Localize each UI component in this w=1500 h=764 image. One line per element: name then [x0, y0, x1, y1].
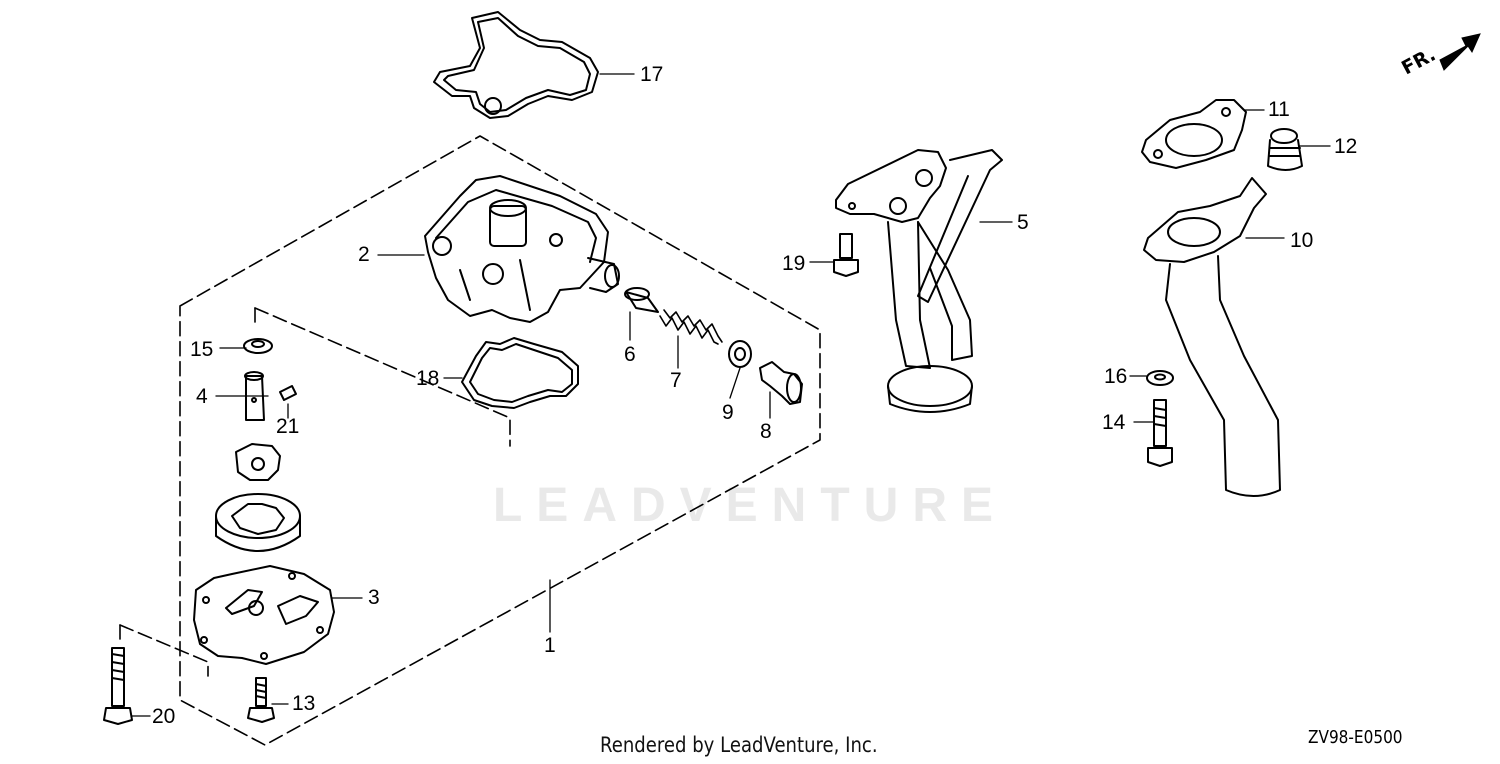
- gasket-18-part: [461, 337, 579, 409]
- callout-3: 3: [368, 586, 380, 609]
- callout-14: 14: [1102, 411, 1126, 434]
- gasket-11-part: [1141, 99, 1247, 169]
- inner-rotor-part: [235, 443, 281, 481]
- gasket-17-part: [433, 11, 599, 119]
- callout-8: 8: [760, 420, 772, 443]
- callout-16: 16: [1104, 365, 1128, 388]
- pump-body-2-part: [424, 175, 620, 323]
- callout-21: 21: [276, 415, 300, 438]
- strainer-pipe-5-part: [835, 149, 1003, 413]
- callout-2: 2: [358, 243, 370, 266]
- bolt-14-part: [1147, 399, 1173, 467]
- bolt-13-part: [247, 677, 275, 723]
- pin-21-part: [279, 385, 297, 401]
- callout-15: 15: [190, 338, 214, 361]
- assembly-outline: [119, 135, 821, 746]
- callout-9: 9: [722, 401, 734, 424]
- callout-20: 20: [152, 705, 176, 728]
- bolt-20-part: [103, 647, 133, 725]
- callout-12: 12: [1334, 135, 1358, 158]
- plunger-6-part: [624, 287, 659, 313]
- plug-bolt-8-part: [759, 361, 803, 405]
- callout-17: 17: [640, 63, 664, 86]
- collar-12-part: [1267, 128, 1303, 171]
- outer-rotor-part: [215, 493, 301, 552]
- washer-15-part: [243, 338, 273, 354]
- bolt-19-part: [833, 233, 859, 277]
- callout-6: 6: [624, 343, 636, 366]
- callout-5: 5: [1017, 211, 1029, 234]
- callout-10: 10: [1290, 229, 1314, 252]
- callout-11: 11: [1268, 98, 1290, 121]
- spring-7-part: [659, 309, 723, 345]
- callout-13: 13: [292, 692, 316, 715]
- tube-10-part: [1143, 177, 1281, 497]
- credit-text: Rendered by LeadVenture, Inc.: [600, 733, 878, 757]
- watermark-text: LEADVENTURE: [492, 479, 1008, 532]
- shaft-4-part: [244, 371, 265, 421]
- callout-4: 4: [196, 385, 208, 408]
- diagram-code: ZV98-E0500: [1308, 727, 1403, 748]
- leader-lines: [131, 73, 1331, 717]
- callout-7: 7: [670, 369, 682, 392]
- pump-cover-3-part: [193, 565, 335, 665]
- callout-18: 18: [416, 367, 440, 390]
- callout-1: 1: [544, 634, 556, 657]
- washer-16-part: [1146, 370, 1174, 386]
- front-direction-arrow: [1439, 33, 1481, 71]
- callout-19: 19: [782, 252, 806, 275]
- washer-9-part: [728, 340, 752, 368]
